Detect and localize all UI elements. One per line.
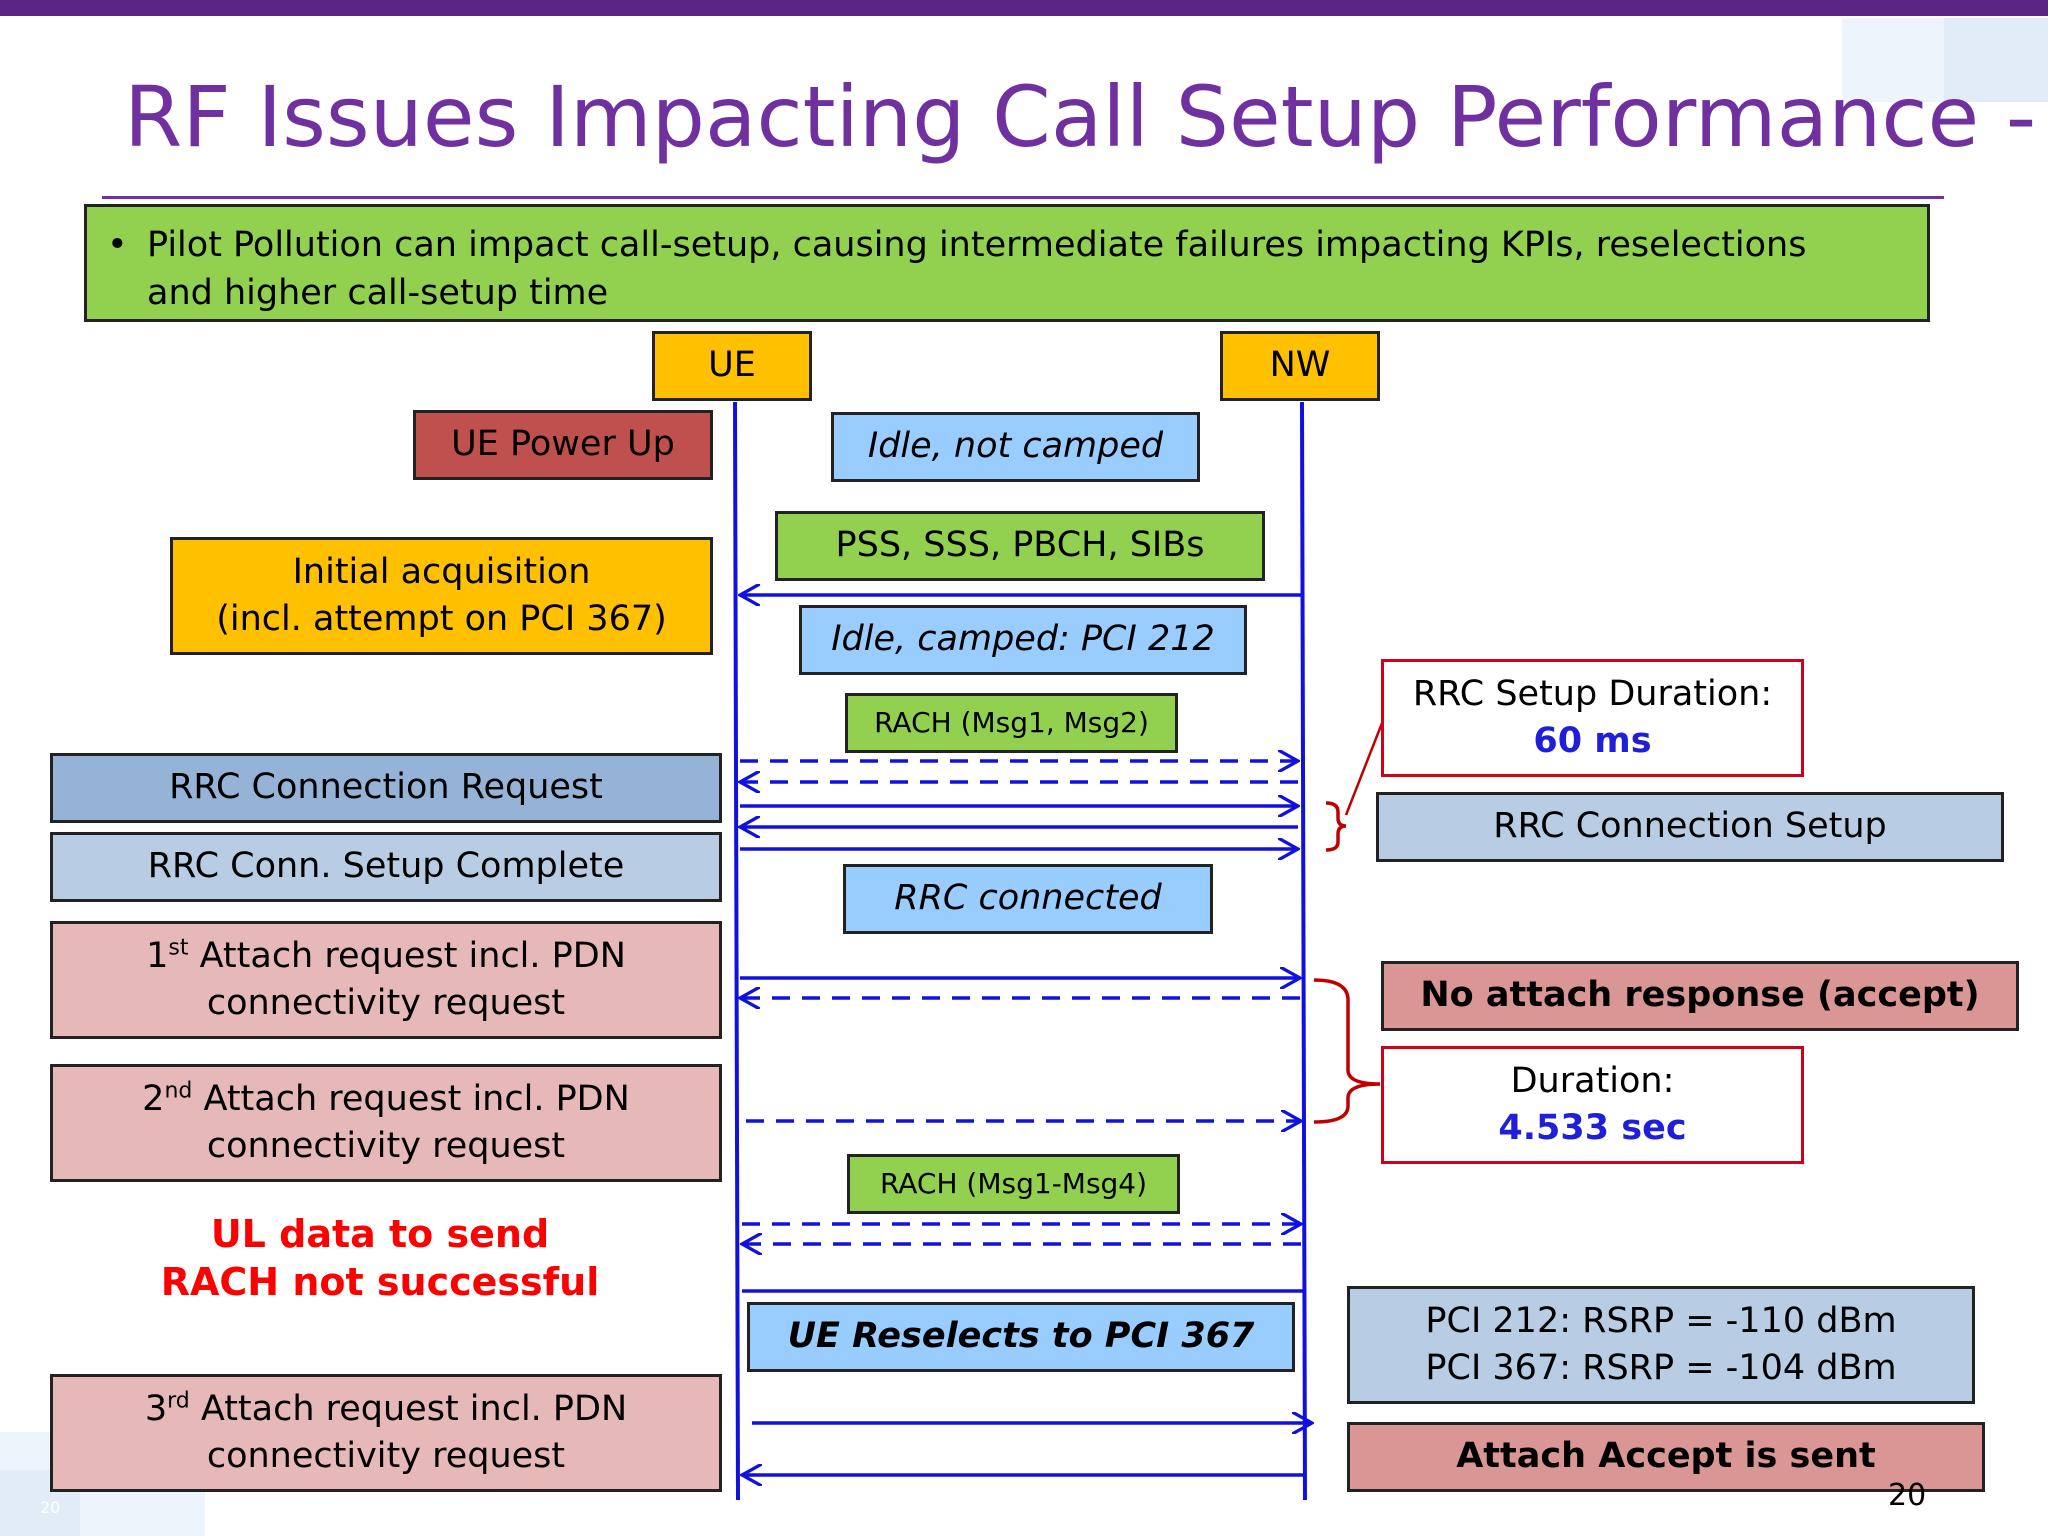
idle-not-camped-label: Idle, not camped bbox=[867, 426, 1164, 467]
rrc-connection-setup-label: RRC Connection Setup bbox=[1493, 806, 1887, 847]
attach-request-2-box: 2nd Attach request incl. PDN connectivit… bbox=[50, 1064, 722, 1182]
rrc-setup-duration-box: RRC Setup Duration: 60 ms bbox=[1381, 659, 1804, 777]
attach-ordinal: 2 bbox=[142, 1078, 165, 1119]
pss-sss-label: PSS, SSS, PBCH, SIBs bbox=[835, 525, 1205, 566]
attach-request-3-line2: connectivity request bbox=[206, 1436, 566, 1476]
attach-request-2-line2: connectivity request bbox=[206, 1126, 566, 1166]
ue-label: UE bbox=[708, 345, 756, 386]
attach-accept-label: Attach Accept is sent bbox=[1456, 1436, 1876, 1477]
nw-label: NW bbox=[1269, 345, 1331, 386]
attach-line-text: Attach request incl. PDN bbox=[189, 1388, 628, 1429]
no-attach-response-label: No attach response (accept) bbox=[1420, 975, 1980, 1016]
ue-reselects-label: UE Reselects to PCI 367 bbox=[787, 1316, 1255, 1357]
attach-line-text: Attach request incl. PDN bbox=[188, 935, 626, 976]
rrc-duration-pointer bbox=[1344, 717, 1386, 816]
attach-accept-box: Attach Accept is sent bbox=[1347, 1422, 1985, 1492]
title-underline bbox=[102, 196, 1944, 199]
attach-request-3-line1: 3rd Attach request incl. PDN bbox=[145, 1386, 627, 1433]
initial-acquisition-box: Initial acquisition (incl. attempt on PC… bbox=[170, 537, 713, 655]
attach-request-2-line1: 2nd Attach request incl. PDN bbox=[142, 1076, 630, 1123]
rrc-connection-request-label: RRC Connection Request bbox=[169, 767, 603, 808]
ue-power-up-label: UE Power Up bbox=[451, 424, 675, 465]
rrc-connected-box: RRC connected bbox=[843, 864, 1213, 934]
rach-msg1-msg2-label: RACH (Msg1, Msg2) bbox=[874, 706, 1149, 740]
rrc-setup-complete-box: RRC Conn. Setup Complete bbox=[50, 832, 722, 902]
pci212-rsrp-label: PCI 212: RSRP = -110 dBm bbox=[1425, 1300, 1897, 1341]
corner-decoration bbox=[1944, 18, 2048, 102]
rsrp-measurement-box: PCI 212: RSRP = -110 dBm PCI 367: RSRP =… bbox=[1347, 1286, 1975, 1404]
page-number: 20 bbox=[1888, 1478, 1927, 1513]
initial-acquisition-line1: Initial acquisition bbox=[292, 551, 591, 592]
idle-not-camped-box: Idle, not camped bbox=[831, 412, 1200, 482]
rrc-connection-request-box: RRC Connection Request bbox=[50, 753, 722, 823]
attach-request-1-line2: connectivity request bbox=[206, 983, 566, 1023]
bullet-icon: • bbox=[107, 225, 128, 265]
ul-data-note-line2: RACH not successful bbox=[160, 1260, 600, 1304]
attach-line-text: Attach request incl. PDN bbox=[192, 1078, 630, 1119]
attach-duration-label: Duration: bbox=[1510, 1060, 1675, 1101]
pss-sss-box: PSS, SSS, PBCH, SIBs bbox=[775, 511, 1265, 581]
slide-title: RF Issues Impacting Call Setup Performan… bbox=[124, 68, 2048, 166]
attach-request-1-line1: 1st Attach request incl. PDN bbox=[146, 933, 626, 980]
rrc-connected-label: RRC connected bbox=[894, 878, 1162, 919]
ue-power-up-box: UE Power Up bbox=[413, 410, 713, 480]
idle-camped-label: Idle, camped: PCI 212 bbox=[831, 619, 1215, 660]
rrc-setup-brace bbox=[1325, 801, 1347, 852]
summary-text: Pilot Pollution can impact call-setup, c… bbox=[147, 225, 1807, 313]
attach-duration-box: Duration: 4.533 sec bbox=[1381, 1046, 1804, 1164]
ue-lifeline bbox=[733, 401, 740, 1501]
rach-msg1-msg4-label: RACH (Msg1-Msg4) bbox=[879, 1167, 1148, 1201]
attach-request-3-box: 3rd Attach request incl. PDN connectivit… bbox=[50, 1374, 722, 1492]
no-attach-response-box: No attach response (accept) bbox=[1381, 961, 2019, 1031]
ue-entity-box: UE bbox=[652, 331, 812, 401]
attach-ordinal: 1 bbox=[146, 935, 169, 976]
attach-ordinal: 3 bbox=[144, 1388, 168, 1429]
ue-reselects-box: UE Reselects to PCI 367 bbox=[747, 1302, 1295, 1372]
ul-data-note-line1: UL data to send bbox=[210, 1212, 550, 1256]
ordinal-suffix: rd bbox=[167, 1388, 190, 1414]
attach-duration-value: 4.533 sec bbox=[1498, 1108, 1687, 1148]
rrc-setup-duration-value: 60 ms bbox=[1533, 721, 1652, 761]
top-accent-bar bbox=[0, 0, 2048, 16]
summary-bullet-box: • Pilot Pollution can impact call-setup,… bbox=[84, 204, 1930, 322]
nw-entity-box: NW bbox=[1220, 331, 1380, 401]
idle-camped-box: Idle, camped: PCI 212 bbox=[799, 605, 1247, 675]
initial-acquisition-line2: (incl. attempt on PCI 367) bbox=[216, 599, 667, 639]
page-number-footer: 20 bbox=[40, 1498, 61, 1517]
attach-duration-brace bbox=[1313, 978, 1381, 1124]
ordinal-suffix: nd bbox=[164, 1078, 193, 1104]
ul-data-note: UL data to send RACH not successful bbox=[140, 1210, 620, 1306]
pci367-rsrp-label: PCI 367: RSRP = -104 dBm bbox=[1425, 1348, 1897, 1388]
rach-msg1-msg2-box: RACH (Msg1, Msg2) bbox=[845, 693, 1178, 753]
rach-msg1-msg4-box: RACH (Msg1-Msg4) bbox=[847, 1154, 1180, 1214]
rrc-connection-setup-box: RRC Connection Setup bbox=[1376, 792, 2004, 862]
rrc-setup-duration-label: RRC Setup Duration: bbox=[1412, 673, 1773, 714]
rrc-setup-complete-label: RRC Conn. Setup Complete bbox=[147, 846, 625, 887]
ordinal-suffix: st bbox=[168, 935, 189, 961]
attach-request-1-box: 1st Attach request incl. PDN connectivit… bbox=[50, 921, 722, 1039]
nw-lifeline bbox=[1300, 401, 1307, 1501]
